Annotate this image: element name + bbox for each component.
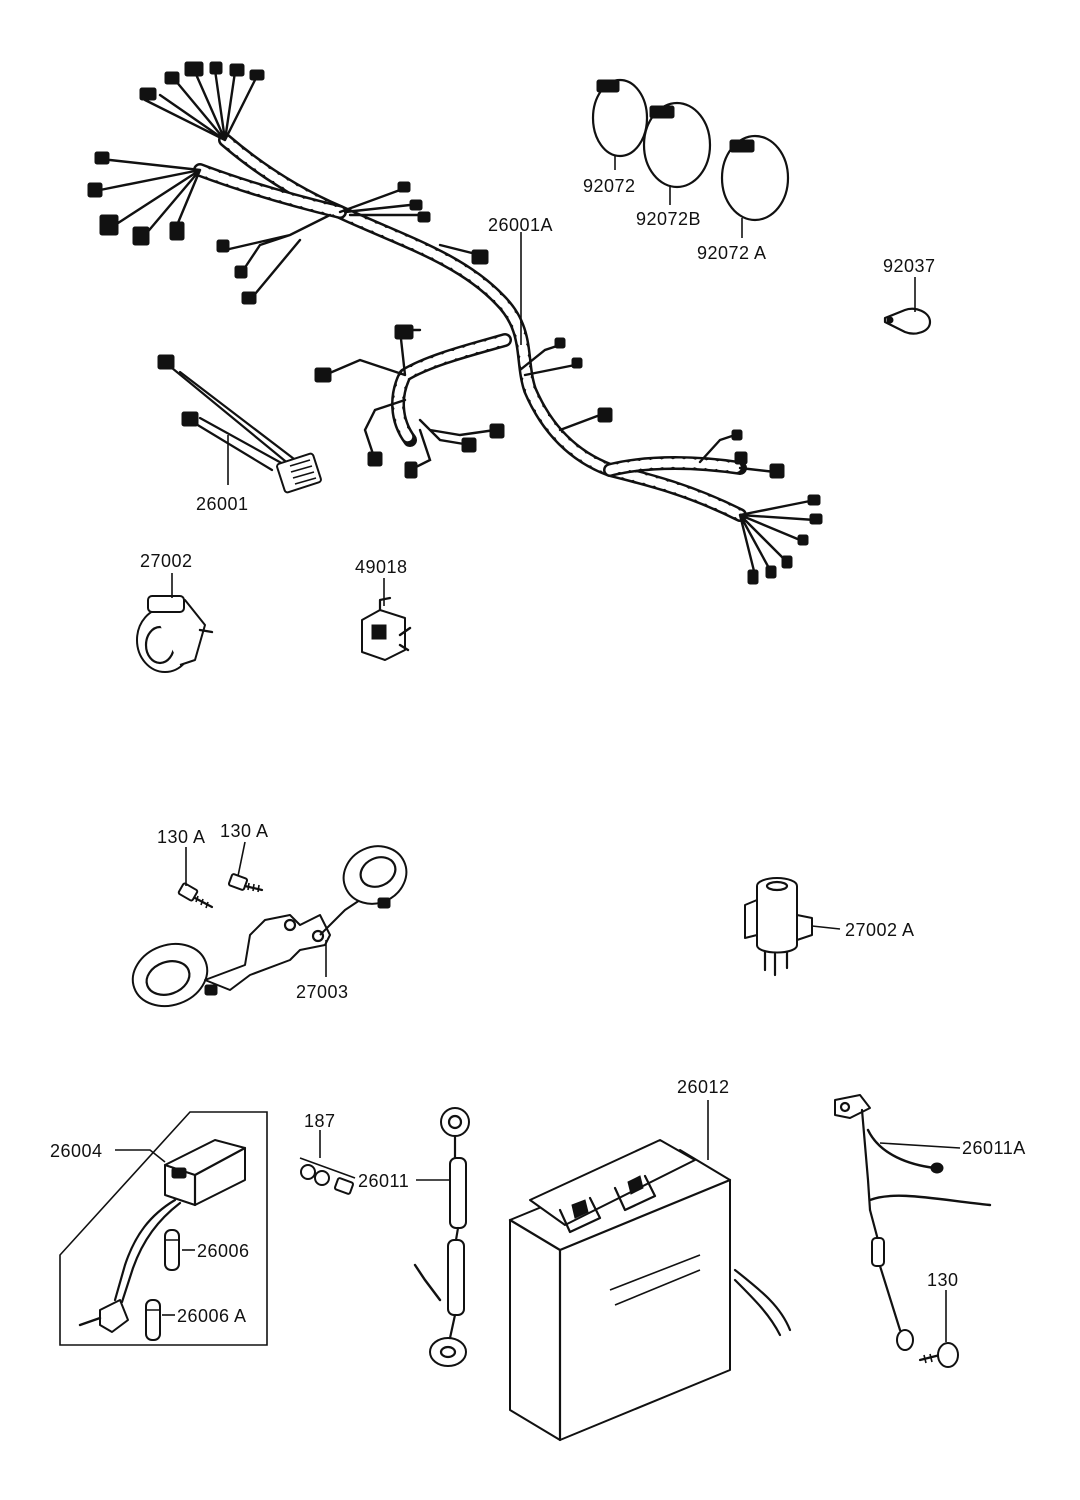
band-92072-drawing (591, 78, 649, 158)
clamp-92037-drawing (883, 307, 932, 335)
battery-26012-drawing (508, 1139, 792, 1442)
fuse-box-26004-drawing (59, 1111, 268, 1346)
band-92072B-drawing (642, 101, 712, 189)
label-130: 130 (927, 1270, 959, 1290)
cable-26011-drawing (413, 1107, 470, 1367)
label-92037: 92037 (883, 256, 936, 276)
part-labels: 26001A 26001 92072 92072B 92072 A 92037 … (50, 176, 1026, 1326)
label-130A-left: 130 A (157, 827, 206, 847)
label-92072A: 92072 A (697, 243, 767, 263)
bolt-187-drawing (299, 1157, 356, 1195)
label-27003: 27003 (296, 982, 349, 1002)
horn-bracket-27003-drawing (131, 845, 408, 1008)
sub-harness-drawing (157, 354, 322, 494)
label-49018: 49018 (355, 557, 408, 577)
bolt-130A-right-drawing (227, 873, 264, 893)
label-130A-right: 130 A (220, 821, 269, 841)
label-26004: 26004 (50, 1141, 103, 1161)
label-187: 187 (304, 1111, 336, 1131)
label-26006A: 26006 A (177, 1306, 247, 1326)
bolt-130-drawing (918, 1342, 959, 1368)
band-92072A-drawing (720, 134, 790, 222)
label-26011A: 26011A (962, 1138, 1026, 1158)
cable-26011A-drawing (834, 1094, 992, 1351)
horn-27002-drawing (136, 595, 214, 673)
relay-49018-drawing (361, 596, 412, 661)
label-26006: 26006 (197, 1241, 250, 1261)
label-92072: 92072 (583, 176, 636, 196)
unit-27002A-drawing (744, 877, 813, 977)
label-26001: 26001 (196, 494, 249, 514)
label-26001A: 26001A (488, 215, 553, 235)
label-27002: 27002 (140, 551, 193, 571)
bolt-130A-left-drawing (177, 882, 214, 909)
label-26012: 26012 (677, 1077, 730, 1097)
label-27002A: 27002 A (845, 920, 915, 940)
label-26011: 26011 (358, 1171, 409, 1191)
main-harness-drawing (87, 61, 823, 585)
leader-lines (115, 155, 961, 1342)
label-92072B: 92072B (636, 209, 701, 229)
